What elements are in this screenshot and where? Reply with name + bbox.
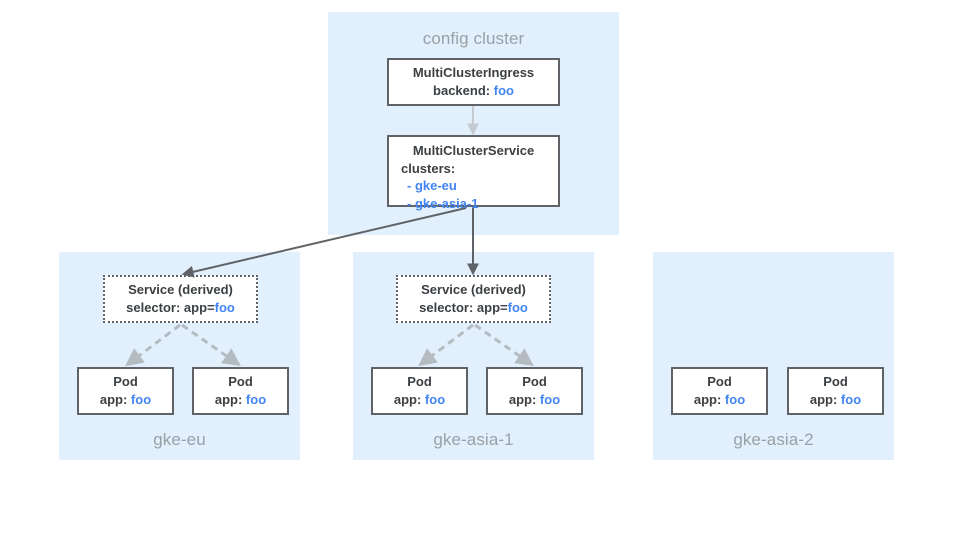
pod-app-label-gke-eu-1: app: [214, 392, 243, 407]
box-pod-gke-eu-0[interactable]: Pod app: foo [77, 367, 174, 415]
pod-kind-gke-asia-2-0: Pod [707, 374, 732, 390]
pod-app-gke-eu-0: app: foo [79, 391, 172, 409]
pod-app-value-gke-asia-1-0: foo [424, 392, 446, 407]
service-selector-value-gke-eu: foo [214, 300, 235, 315]
mcs-cluster-item-0: - gke-eu [407, 178, 457, 194]
pod-app-value-gke-asia-1-1: foo [539, 392, 561, 407]
mcs-kind: MultiClusterService [412, 143, 535, 158]
box-service-derived-gke-eu[interactable]: Service (derived) selector: app=foo [103, 275, 258, 323]
panel-title-gke-asia-2: gke-asia-2 [733, 430, 814, 449]
box-pod-gke-asia-1-0[interactable]: Pod app: foo [371, 367, 468, 415]
service-selector-label-gke-asia-1: selector: app= [419, 300, 508, 315]
pod-app-label-gke-asia-2-0: app: [693, 392, 722, 407]
box-pod-gke-asia-1-1[interactable]: Pod app: foo [486, 367, 583, 415]
mcs-clusters-label: clusters: [401, 160, 456, 176]
pod-kind-gke-eu-1: Pod [228, 374, 253, 390]
panel-gke-asia-1: gke-asia-1 [353, 252, 594, 460]
pod-kind-gke-asia-2-1: Pod [823, 374, 848, 390]
pod-app-label-gke-asia-1-1: app: [508, 392, 537, 407]
pod-app-gke-asia-2-1: app: foo [789, 391, 882, 409]
pod-kind-gke-asia-1-0: Pod [407, 374, 432, 390]
service-selector-gke-eu: selector: app=foo [105, 299, 256, 317]
service-selector-value-gke-asia-1: foo [507, 300, 528, 315]
pod-app-label-gke-asia-1-0: app: [393, 392, 422, 407]
pod-app-gke-asia-2-0: app: foo [673, 391, 766, 409]
box-multiclusteringress[interactable]: MultiClusterIngress backend: foo [387, 58, 560, 106]
pod-app-gke-eu-1: app: foo [194, 391, 287, 409]
mci-backend-value: foo [493, 83, 514, 98]
service-kind-gke-eu: Service (derived) [128, 282, 233, 298]
panel-title-gke-eu: gke-eu [153, 430, 206, 449]
service-selector-label-gke-eu: selector: app= [126, 300, 215, 315]
pod-kind-gke-asia-1-1: Pod [522, 374, 547, 390]
pod-app-gke-asia-1-0: app: foo [373, 391, 466, 409]
mci-backend-label: backend: [433, 83, 491, 98]
pod-app-value-gke-eu-1: foo [245, 392, 267, 407]
box-pod-gke-asia-2-1[interactable]: Pod app: foo [787, 367, 884, 415]
panel-title-gke-asia-1: gke-asia-1 [433, 430, 514, 449]
box-pod-gke-eu-1[interactable]: Pod app: foo [192, 367, 289, 415]
service-selector-gke-asia-1: selector: app=foo [398, 299, 549, 317]
pod-app-label-gke-asia-2-1: app: [809, 392, 838, 407]
pod-app-gke-asia-1-1: app: foo [488, 391, 581, 409]
pod-app-value-gke-asia-2-1: foo [840, 392, 862, 407]
panel-title-config-cluster: config cluster [422, 29, 525, 48]
mci-kind: MultiClusterIngress [412, 65, 535, 81]
mci-backend: backend: foo [389, 82, 558, 100]
box-multiclusterservice[interactable]: MultiClusterService clusters: - gke-eu -… [387, 135, 560, 211]
pod-app-label-gke-eu-0: app: [99, 392, 128, 407]
pod-kind-gke-eu-0: Pod [113, 374, 138, 390]
pod-app-value-gke-eu-0: foo [130, 392, 152, 407]
panel-gke-asia-2: gke-asia-2 [653, 252, 894, 460]
mcs-cluster-item-1: - gke-asia-1 [407, 195, 479, 211]
pod-app-value-gke-asia-2-0: foo [724, 392, 746, 407]
service-kind-gke-asia-1: Service (derived) [421, 282, 526, 298]
box-pod-gke-asia-2-0[interactable]: Pod app: foo [671, 367, 768, 415]
box-service-derived-gke-asia-1[interactable]: Service (derived) selector: app=foo [396, 275, 551, 323]
